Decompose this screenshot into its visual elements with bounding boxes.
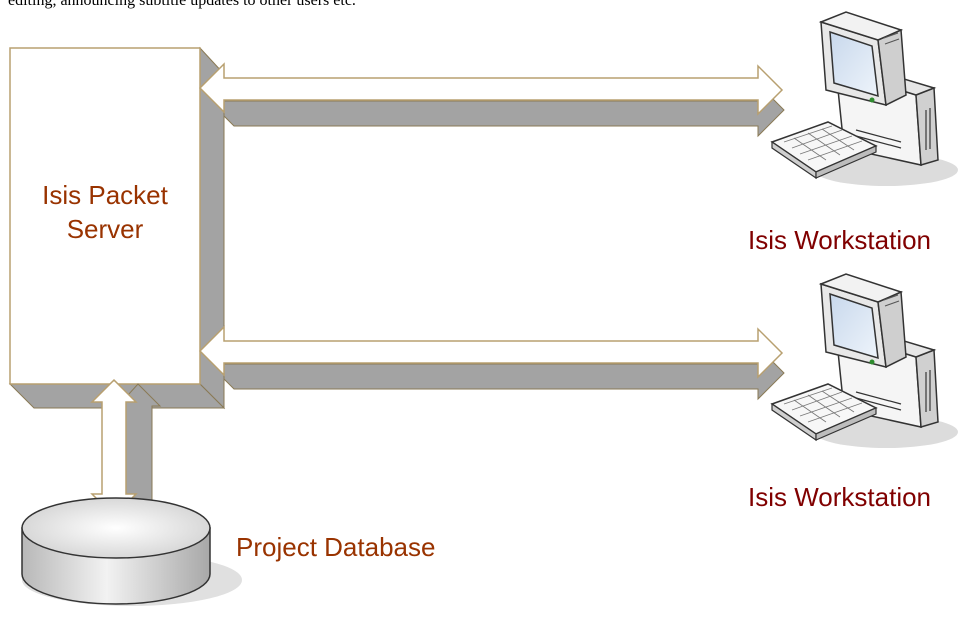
workstation-2-label: Isis Workstation: [748, 482, 932, 512]
server-label-line2: Server: [66, 214, 144, 244]
server-label-line1: Isis Packet: [42, 180, 168, 210]
server-to-workstation-2-arrow: [198, 325, 785, 401]
computer-workstation-icon: [771, 11, 959, 187]
database-label: Project Database: [236, 532, 436, 562]
database-cylinder-icon: [21, 497, 242, 606]
computer-workstation-icon: [771, 273, 959, 449]
server-database-arrow: [90, 378, 162, 518]
workstation-1-label: Isis Workstation: [748, 225, 932, 255]
server-to-workstation-1-arrow: [198, 62, 785, 138]
caption-text: editing, announcing subtitle updates to …: [8, 0, 356, 9]
packet-server-box: [8, 46, 226, 410]
server-label: Isis Packet Server: [10, 178, 200, 246]
